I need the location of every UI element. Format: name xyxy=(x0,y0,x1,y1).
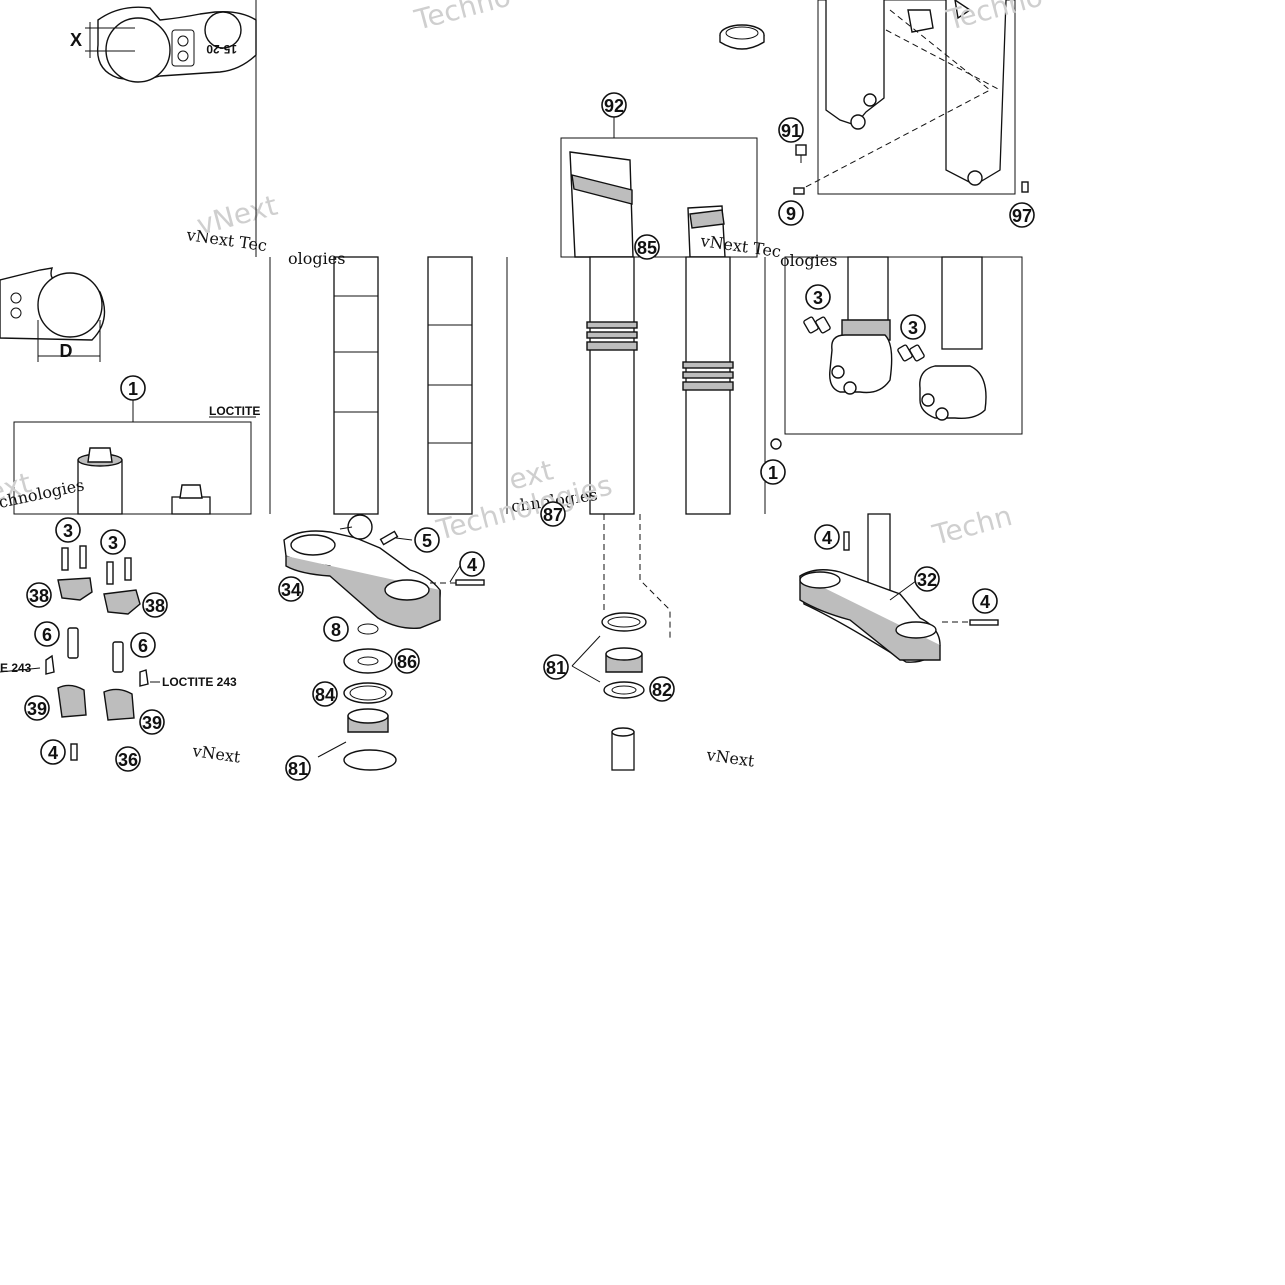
callout-6: 6 xyxy=(130,632,156,658)
callout-label: 6 xyxy=(138,636,148,656)
callout-label: 6 xyxy=(42,625,52,645)
callout-92: 92 xyxy=(601,92,627,118)
stanchion-tubes-left: ologies xyxy=(269,249,473,515)
dimension-d-label: D xyxy=(60,341,73,361)
callout-4: 4 xyxy=(459,551,485,577)
callout-86: 86 xyxy=(394,648,420,674)
callout-label: 82 xyxy=(652,680,672,700)
top-clamp-view: X 15-20 xyxy=(70,6,257,83)
callout-81: 81 xyxy=(543,654,569,680)
svg-text:vNext: vNext xyxy=(190,741,242,767)
callout-label: 39 xyxy=(27,699,47,719)
callout-label: 81 xyxy=(546,658,566,678)
dimension-x-label: X xyxy=(70,30,82,50)
callout-label: 84 xyxy=(315,685,335,705)
svg-text:vNext: vNext xyxy=(704,745,756,771)
callout-label: 3 xyxy=(908,318,918,338)
callout-label: 91 xyxy=(781,121,801,141)
callout-4: 4 xyxy=(972,588,998,614)
svg-text:ologies: ologies xyxy=(288,249,345,268)
handlebar-clamp-parts: LOCTITE 243 E 243 vNext xyxy=(0,545,242,767)
callout-38: 38 xyxy=(26,582,52,608)
logo-text: 15-20 xyxy=(206,42,237,56)
callout-82: 82 xyxy=(649,676,675,702)
watermark-technologies-left: ext chnologies xyxy=(0,466,86,512)
stanchion-tubes-right: ext chnologies xyxy=(505,256,766,516)
lower-triple-clamp: Techn xyxy=(799,499,1016,663)
screw-91 xyxy=(793,144,1029,195)
callout-3: 3 xyxy=(100,529,126,555)
loctite-note-top: LOCTITE xyxy=(209,404,260,418)
callout-label: 5 xyxy=(422,531,432,551)
callout-label: 34 xyxy=(281,580,301,600)
callout-label: 8 xyxy=(331,620,341,640)
callout-label: 4 xyxy=(980,592,990,612)
watermark-techno-1: Techno xyxy=(410,0,514,37)
loctite-243-note-right: LOCTITE 243 xyxy=(162,675,237,689)
loctite-243-note-left: E 243 xyxy=(0,661,32,675)
callout-1: 1 xyxy=(760,459,786,485)
callout-85: 85 xyxy=(634,234,660,260)
callout-1: 1 xyxy=(120,375,146,401)
callout-5: 5 xyxy=(414,527,440,553)
callout-3: 3 xyxy=(900,314,926,340)
bearing-stack-left xyxy=(317,623,397,771)
callout-84: 84 xyxy=(312,681,338,707)
bottom-clamp-view: D xyxy=(0,267,106,362)
svg-text:Techno: Techno xyxy=(410,0,514,37)
callout-4: 4 xyxy=(814,524,840,550)
callout-label: 87 xyxy=(543,505,563,525)
callout-3: 3 xyxy=(55,517,81,543)
callout-4: 4 xyxy=(40,739,66,765)
callout-layer: 92 91 9 97 85 1 3 3 3 3 38 38 6 6 39 39 4 36 5 4 34 8 86 84 81 81… xyxy=(24,92,1035,781)
callout-label: 3 xyxy=(813,288,823,308)
callout-label: 3 xyxy=(63,521,73,541)
svg-text:ologies: ologies xyxy=(780,251,837,270)
bearing-stack-right: vNext xyxy=(571,514,756,771)
callout-label: 1 xyxy=(128,379,138,399)
callout-label: 97 xyxy=(1012,206,1032,226)
svg-text:Techn: Techn xyxy=(928,499,1015,552)
watermark-vnext-1: vNext Tec vNext xyxy=(184,189,280,256)
callout-label: 86 xyxy=(397,652,417,672)
callout-label: 85 xyxy=(637,238,657,258)
callout-label: 38 xyxy=(145,596,165,616)
callout-3: 3 xyxy=(805,284,831,310)
callout-label: 4 xyxy=(48,743,58,763)
callout-9: 9 xyxy=(778,200,804,226)
callout-6: 6 xyxy=(34,621,60,647)
ring-top-part xyxy=(719,24,765,50)
callout-label: 92 xyxy=(604,96,624,116)
callout-81: 81 xyxy=(285,755,311,781)
callout-label: 3 xyxy=(108,533,118,553)
callout-label: 9 xyxy=(786,204,796,224)
callout-label: 36 xyxy=(118,750,138,770)
callout-label: 4 xyxy=(822,528,832,548)
callout-97: 97 xyxy=(1009,202,1035,228)
fork-assembly-1: LOCTITE xyxy=(13,400,260,515)
callout-91: 91 xyxy=(778,117,804,143)
callout-label: 38 xyxy=(29,586,49,606)
callout-label: 32 xyxy=(917,570,937,590)
callout-8: 8 xyxy=(323,616,349,642)
callout-32: 32 xyxy=(914,566,940,592)
callout-39: 39 xyxy=(139,709,165,735)
callout-label: 1 xyxy=(768,463,778,483)
callout-87: 87 xyxy=(540,501,566,527)
callout-leaders xyxy=(132,105,921,601)
callout-label: 81 xyxy=(288,759,308,779)
fork-legs-group xyxy=(799,0,1016,195)
callout-38: 38 xyxy=(142,592,168,618)
lower-clamps-group: ologies xyxy=(770,251,1023,450)
callout-39: 39 xyxy=(24,695,50,721)
callout-36: 36 xyxy=(115,746,141,772)
callout-label: 4 xyxy=(467,555,477,575)
callout-34: 34 xyxy=(278,576,304,602)
callout-label: 39 xyxy=(142,713,162,733)
